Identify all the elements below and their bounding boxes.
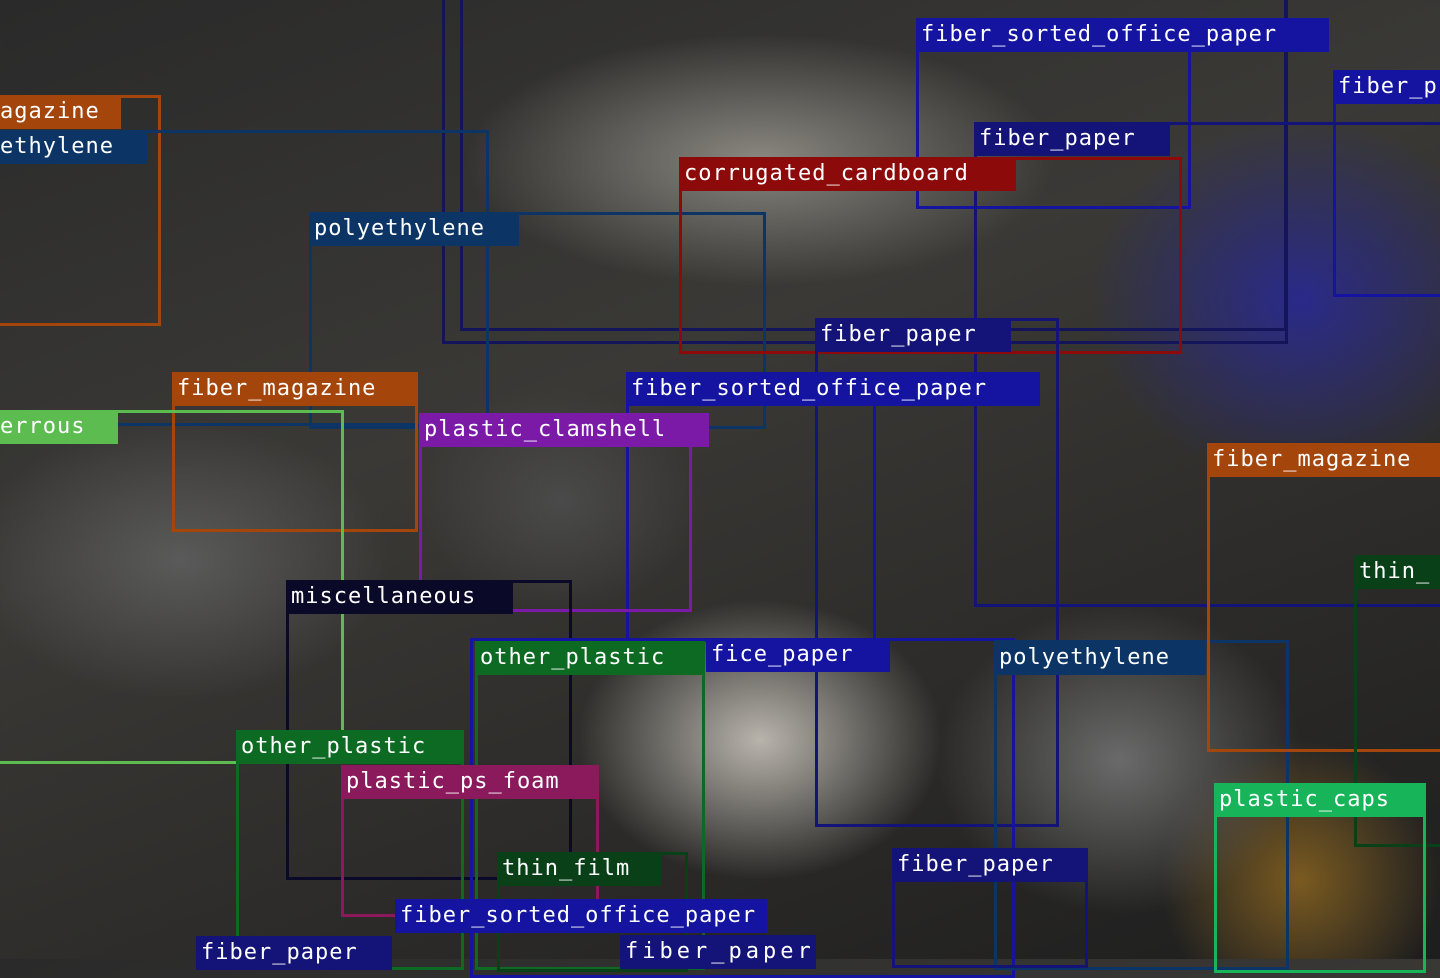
detection-label: polyethylene bbox=[994, 641, 1206, 675]
detection-label: fiber_sorted_office_paper bbox=[395, 899, 767, 933]
detection-label: fiber_p bbox=[1333, 70, 1440, 104]
detection-label: other_plastic bbox=[475, 641, 704, 675]
detection-label: fiber_sorted_office_paper bbox=[916, 18, 1329, 52]
detection-box bbox=[0, 130, 489, 426]
detection-label: fiber_paper bbox=[620, 935, 816, 969]
detection-label: corrugated_cardboard bbox=[679, 157, 1016, 191]
detection-label: plastic_clamshell bbox=[419, 413, 709, 447]
detection-label: fiber_magazine bbox=[172, 372, 418, 406]
detection-label: miscellaneous bbox=[286, 580, 513, 614]
detection-label: plastic_ps_foam bbox=[341, 765, 599, 799]
detection-label: plastic_caps bbox=[1214, 783, 1426, 817]
detection-label: thin_ bbox=[1354, 555, 1440, 589]
detection-label: fiber_sorted_office_paper bbox=[626, 372, 1040, 406]
detection-label: polyethylene bbox=[309, 212, 519, 246]
detection-label: agazine bbox=[0, 95, 121, 129]
detection-label: fiber_paper bbox=[974, 122, 1170, 156]
detection-label: errous bbox=[0, 410, 118, 444]
detection-label: fiber_paper bbox=[815, 318, 1011, 352]
detection-label: fiber_paper bbox=[196, 936, 392, 970]
detection-label: ethylene bbox=[0, 130, 147, 164]
detection-label: other_plastic bbox=[236, 730, 464, 764]
detection-label: fiber_magazine bbox=[1207, 443, 1440, 477]
detection-label: thin_film bbox=[497, 852, 661, 886]
detection-label: fiber_paper bbox=[892, 848, 1088, 882]
detection-label: fice_paper bbox=[706, 638, 890, 672]
